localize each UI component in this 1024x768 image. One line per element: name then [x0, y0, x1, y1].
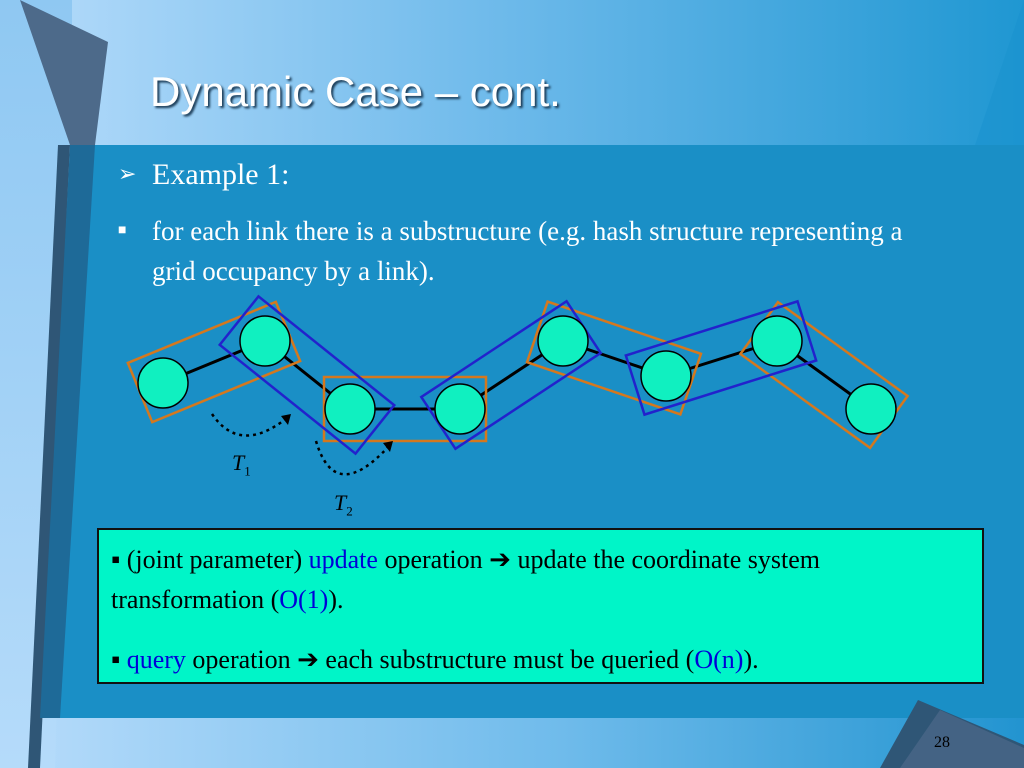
- update-line: ▪ (joint parameter) update operation ➔ u…: [111, 545, 820, 614]
- update-complexity: O(1): [279, 585, 329, 614]
- t1-arrowhead-icon: [281, 414, 291, 425]
- implies-arrow-icon: ➔: [489, 545, 511, 574]
- bullet-level1-text: Example 1:: [152, 158, 290, 191]
- small-square-bullet-icon: ▪: [111, 545, 121, 574]
- joint-node: [537, 315, 589, 367]
- implies-arrow-icon: ➔: [297, 645, 319, 674]
- query-complexity: O(n): [694, 645, 744, 674]
- orange-bounding-box: [322, 375, 488, 443]
- bullet-level1: ➢ Example 1:: [118, 158, 289, 192]
- blue-bounding-box: [217, 294, 397, 456]
- arrow-bullet-icon: ➢: [118, 161, 137, 186]
- slide-title: Dynamic Case – cont.: [150, 68, 561, 115]
- blue-bounding-box: [624, 299, 818, 417]
- query-keyword: query: [126, 645, 186, 674]
- joint-node: [324, 383, 376, 435]
- joint-node: [137, 357, 189, 409]
- t2-arrowhead-icon: [383, 441, 393, 452]
- joint-node: [845, 383, 897, 435]
- joints: [137, 315, 897, 435]
- t1-label: T1: [232, 450, 251, 479]
- joint-node: [640, 350, 692, 402]
- bullet-level2-text: for each link there is a substructure (e…: [152, 216, 903, 286]
- complexity-box: ▪ (joint parameter) update operation ➔ u…: [97, 528, 984, 684]
- t1-arrow-curve: [210, 413, 288, 437]
- small-square-bullet-icon: ▪: [111, 645, 121, 674]
- joint-node: [239, 315, 291, 367]
- square-bullet-icon: ■: [118, 223, 127, 238]
- query-line: ▪ query operation ➔ each substructure mu…: [111, 645, 759, 674]
- update-keyword: update: [308, 545, 378, 574]
- page-number: 28: [934, 734, 950, 751]
- bullet-level2: ■ for each link there is a substructure …: [118, 211, 918, 291]
- orange-bounding-box: [525, 300, 703, 416]
- t2-label: T2: [334, 490, 353, 519]
- joint-node: [434, 383, 486, 435]
- joint-node: [751, 315, 803, 367]
- t2-arrow-curve: [314, 440, 390, 476]
- transform-arrows: [210, 413, 390, 476]
